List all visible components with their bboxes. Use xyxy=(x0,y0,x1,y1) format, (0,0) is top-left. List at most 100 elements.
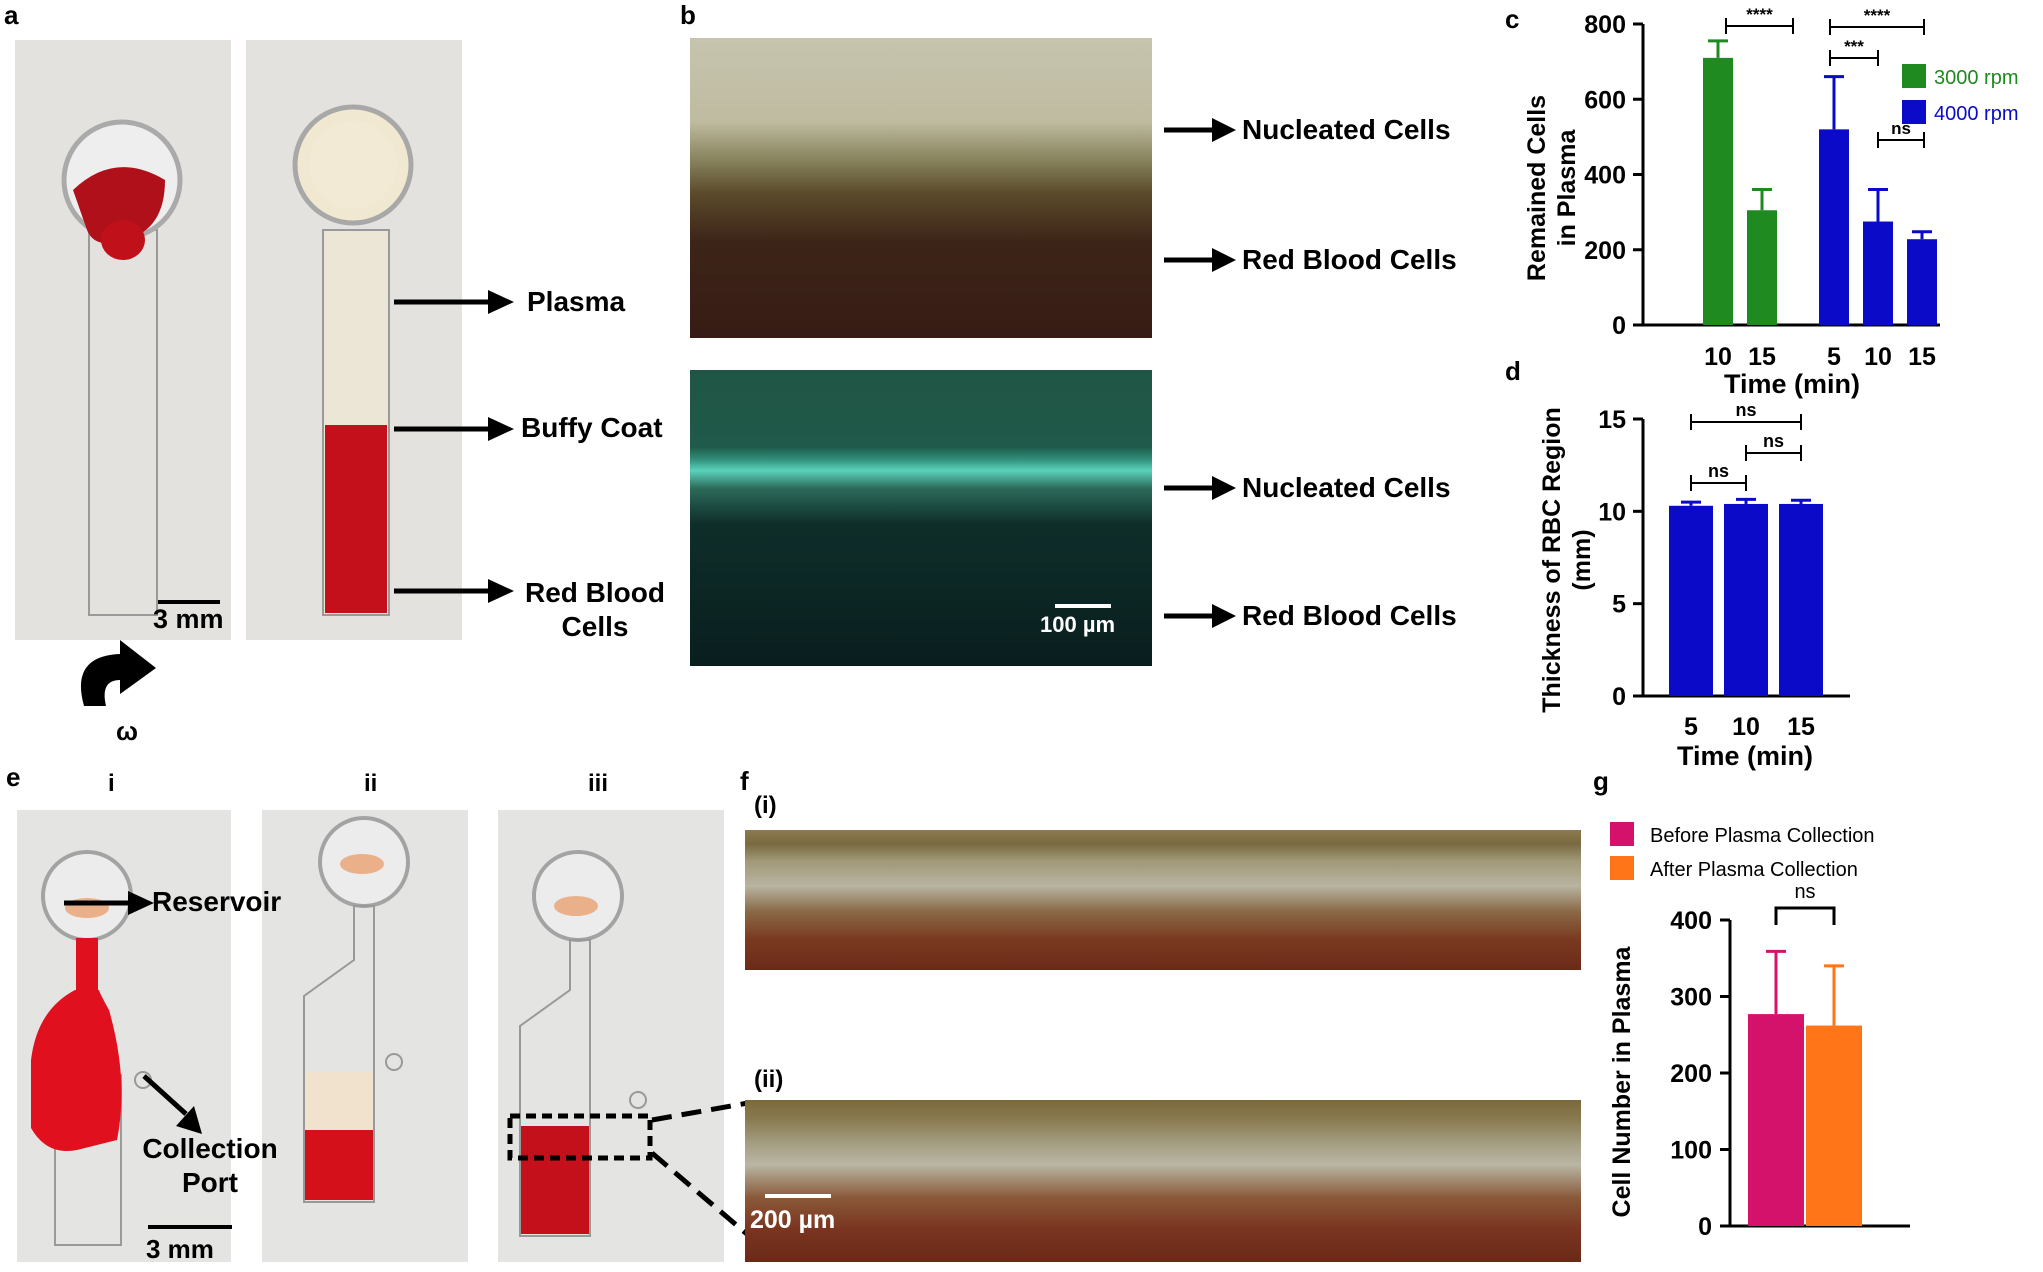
chart-d-sig-1-label: ns xyxy=(1735,400,1756,420)
chart-g: Before Plasma Collection After Plasma Co… xyxy=(1608,822,1910,1241)
subpanel-label-f-ii: (ii) xyxy=(754,1066,784,1093)
label-rbc-line1: Red Blood xyxy=(525,577,665,608)
chart-c-xtick-label: 15 xyxy=(1908,343,1936,371)
chart-d-ytick-label: 10 xyxy=(1598,498,1626,526)
legend-before-label: Before Plasma Collection xyxy=(1650,825,1875,847)
chip-photo-e-ii xyxy=(262,810,468,1262)
label-collection-line2: Port xyxy=(182,1167,238,1198)
label-plasma: Plasma xyxy=(527,286,626,317)
chip-e-i-drawing xyxy=(31,850,152,1246)
rotation-arrow-icon xyxy=(80,640,156,706)
label-rbc-line2: Cells xyxy=(561,611,629,642)
scale-bar-label-f: 200 µm xyxy=(750,1206,836,1234)
chart-c-xtick-label: 10 xyxy=(1704,343,1732,371)
chart-c-sig-1: **** xyxy=(1725,5,1794,34)
panel-letter-c: c xyxy=(1505,4,1520,34)
panel-b-arrows xyxy=(1164,118,1236,628)
legend-4000-label: 4000 rpm xyxy=(1934,103,2019,125)
chip-e-iii-drawing xyxy=(507,850,653,1237)
panel-letter-g: g xyxy=(1593,766,1609,796)
chart-c-ylabel-2: in Plasma xyxy=(1553,129,1581,247)
chart-c-ytick-label: 600 xyxy=(1584,86,1626,114)
chip-separated-drawing xyxy=(292,104,414,616)
chart-g-err-after xyxy=(1824,964,1844,1026)
chart-d-ylabel-2: (mm) xyxy=(1568,529,1596,590)
chart-d-err-10 xyxy=(1736,497,1756,504)
scale-bar-label-b: 100 µm xyxy=(1040,612,1116,637)
micrograph-f-i xyxy=(745,830,1581,970)
chart-d-sig-2-label: ns xyxy=(1763,431,1784,451)
chart-g-ytick-label: 0 xyxy=(1698,1213,1712,1241)
label-rbc-bottom: Red Blood Cells xyxy=(1242,600,1457,631)
chart-c-ylabel-1: Remained Cells xyxy=(1523,95,1551,281)
chart-g-ytick-label: 200 xyxy=(1670,1060,1712,1088)
chart-d-xtick-label: 15 xyxy=(1787,713,1815,741)
chart-c-err-4000-10 xyxy=(1868,188,1888,222)
subpanel-label-i: i xyxy=(108,770,115,797)
chart-d-ylabel-1: Thickness of RBC Region xyxy=(1538,407,1566,713)
chart-c-xtick-label: 15 xyxy=(1748,343,1776,371)
chart-d-ytick-label: 0 xyxy=(1612,683,1626,711)
chart-c-err-3000-10 xyxy=(1708,39,1728,58)
chart-c-bar-4000-5 xyxy=(1819,129,1849,325)
chart-c-sig-2-label: **** xyxy=(1864,6,1891,25)
chart-c-ytick-label: 800 xyxy=(1584,11,1626,39)
label-rbc-top: Red Blood Cells xyxy=(1242,244,1457,275)
panel-a-arrows xyxy=(394,290,514,603)
chart-g-bar-after xyxy=(1806,1025,1862,1226)
chart-c-xtick-label: 10 xyxy=(1864,343,1892,371)
chart-g-ylabel: Cell Number in Plasma xyxy=(1608,945,1636,1217)
zoom-dashed-lines xyxy=(650,1100,750,1237)
chart-g-bar-before xyxy=(1748,1014,1804,1226)
chart-g-ytick-label: 100 xyxy=(1670,1137,1712,1165)
scale-bar-f xyxy=(765,1194,831,1198)
panel-letter-b: b xyxy=(680,0,696,30)
chart-d-sig-3: ns xyxy=(1690,461,1747,491)
legend-before-swatch xyxy=(1610,822,1634,846)
chart-c-bar-3000-15 xyxy=(1747,210,1777,325)
subpanel-label-iii: iii xyxy=(588,770,609,797)
chart-d-err-5 xyxy=(1681,500,1701,506)
subpanel-label-f-i: (i) xyxy=(754,792,777,819)
chart-c-sig-3: *** xyxy=(1829,37,1879,66)
reservoir-arrow xyxy=(64,891,154,915)
chart-g-ytick-label: 300 xyxy=(1670,984,1712,1012)
chart-c-xlabel: Time (min) xyxy=(1724,369,1860,399)
collection-port-arrow xyxy=(142,1074,202,1134)
panel-letter-d: d xyxy=(1505,356,1521,386)
chip-empty-drawing xyxy=(61,119,183,616)
chart-c-xtick-label: 5 xyxy=(1827,343,1841,371)
micrograph-fluorescence xyxy=(690,370,1152,666)
chart-d-err-15 xyxy=(1791,498,1811,504)
label-red-blood-cells: Red Blood Cells xyxy=(510,576,680,644)
rotation-symbol: ω xyxy=(116,716,138,746)
label-reservoir: Reservoir xyxy=(152,886,282,917)
panel-letter-e: e xyxy=(6,762,21,792)
chart-c-err-4000-15 xyxy=(1912,230,1932,240)
chart-c-ytick-label: 0 xyxy=(1612,312,1626,340)
scale-bar-b xyxy=(1055,604,1111,608)
chip-e-ii-drawing xyxy=(303,816,410,1203)
chart-d-ytick-label: 15 xyxy=(1598,406,1626,434)
label-collection-line1: Collection xyxy=(142,1133,278,1164)
legend-3000-swatch xyxy=(1902,64,1926,88)
label-nucleated-cells-bottom: Nucleated Cells xyxy=(1242,472,1451,503)
chart-c-bar-4000-15 xyxy=(1907,239,1937,325)
label-collection-port: Collection Port xyxy=(120,1132,300,1200)
micrograph-brightfield xyxy=(690,38,1152,338)
chart-d-xlabel: Time (min) xyxy=(1677,741,1813,771)
chart-d-bar-10 xyxy=(1724,503,1768,696)
legend-3000-label: 3000 rpm xyxy=(1934,67,2019,89)
scale-bar-a xyxy=(158,600,220,604)
chart-c-ytick-label: 200 xyxy=(1584,237,1626,265)
chart-d-sig-2: ns xyxy=(1745,431,1802,461)
legend-after-label: After Plasma Collection xyxy=(1650,859,1858,881)
chart-d-ytick-label: 5 xyxy=(1612,591,1626,619)
chart-c-sig-2: **** xyxy=(1829,6,1925,35)
scale-bar-label-a: 3 mm xyxy=(153,604,224,634)
chart-c-sig-1-label: **** xyxy=(1746,5,1773,24)
chart-d-xtick-label: 5 xyxy=(1684,713,1698,741)
chart-d-xtick-label: 10 xyxy=(1732,713,1760,741)
